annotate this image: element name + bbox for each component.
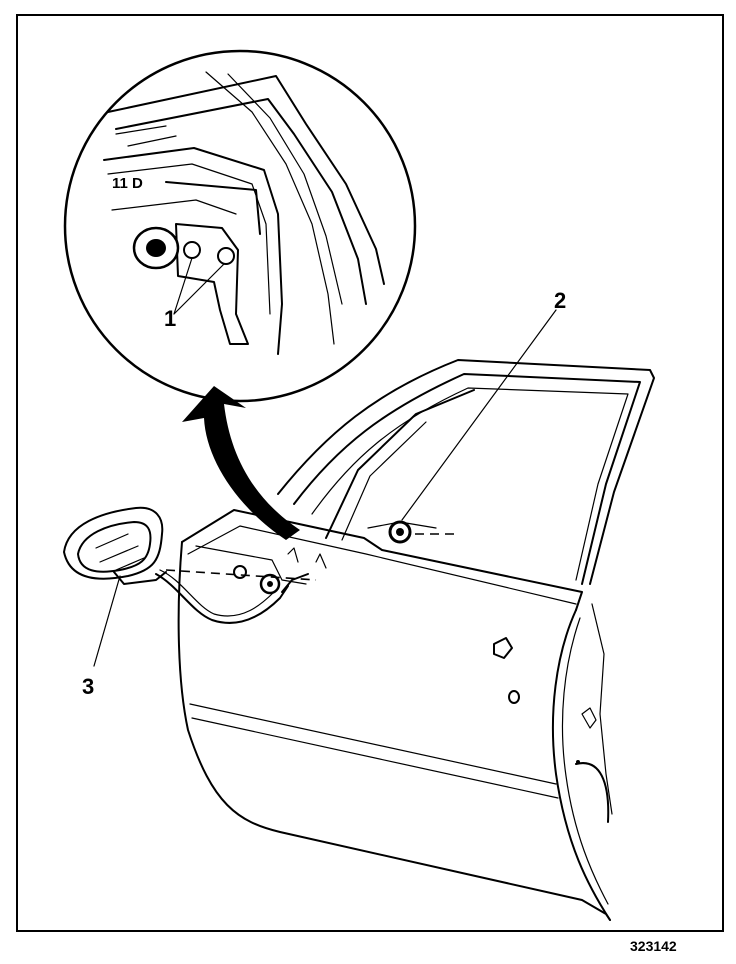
door-belt-inner <box>187 525 577 605</box>
inset-bracket <box>165 181 261 235</box>
mirror-wiring-harness <box>155 573 289 624</box>
mirror-wiring-harness-inner <box>159 569 275 617</box>
door-mirror-diagram: 1 11 D 2 <box>16 14 724 932</box>
callout-2: 2 <box>554 288 566 313</box>
inset-mount-plate <box>175 223 249 345</box>
striker-detail <box>581 707 597 729</box>
inset-nut-1 <box>183 241 201 259</box>
outside-mirror: 3 <box>63 506 317 699</box>
callout-3: 3 <box>82 674 94 699</box>
door-rear-edge <box>551 609 611 921</box>
door-outer-panel <box>177 541 611 921</box>
door-end-lower <box>575 762 610 823</box>
mount-tabs <box>287 547 327 569</box>
harness-connector <box>281 573 309 593</box>
fastener-2-boss <box>367 521 437 529</box>
callout-1: 1 <box>164 306 176 331</box>
inset-trim-line-2 <box>227 73 343 305</box>
inset-trim-line <box>205 71 335 345</box>
mirror-sail-area <box>195 545 307 585</box>
door-handle-opening <box>493 637 513 659</box>
window-frame-inner <box>293 373 641 585</box>
inset-door-edge-inner <box>107 163 271 315</box>
detail-inset: 1 11 D <box>63 49 417 403</box>
window-channel <box>311 387 629 581</box>
fastener-2-hole <box>396 528 404 536</box>
callout-1-leaders <box>173 257 225 315</box>
inset-grommet-hole <box>146 239 166 257</box>
inset-part-marking: 11 D <box>112 175 143 192</box>
lock-cylinder-hole <box>508 690 520 704</box>
mount-stud-1 <box>233 565 247 579</box>
mirror-glass <box>77 521 152 573</box>
inset-sill-line <box>111 199 237 215</box>
callout-2-leader <box>401 309 557 521</box>
mirror-glass-shading <box>95 533 145 571</box>
inset-hatch <box>115 125 177 147</box>
door-end-face <box>591 603 613 815</box>
body-side-molding-lower <box>191 717 559 799</box>
body-side-molding <box>189 703 557 785</box>
inset-door-edge <box>103 147 283 355</box>
window-frame-outer <box>277 359 655 585</box>
mount-grommet-hole <box>267 581 273 587</box>
door-belt-line <box>181 509 583 611</box>
mirror-housing <box>63 506 164 580</box>
curved-arrow-icon <box>182 386 300 540</box>
inset-pillar <box>107 75 385 285</box>
figure-number: 323142 <box>630 938 677 954</box>
glass-run-front-inner <box>341 421 427 541</box>
inset-nut-2 <box>217 247 235 265</box>
drain-hole <box>576 760 580 764</box>
mirror-install-line <box>165 569 317 581</box>
front-door: 2 <box>177 288 655 921</box>
door-rear-edge-inner <box>561 617 609 905</box>
figure-frame: 1 11 D 2 <box>16 14 724 932</box>
glass-run-front <box>325 389 475 539</box>
inset-circle-outline <box>63 49 417 403</box>
callout-3-leader <box>93 575 121 667</box>
